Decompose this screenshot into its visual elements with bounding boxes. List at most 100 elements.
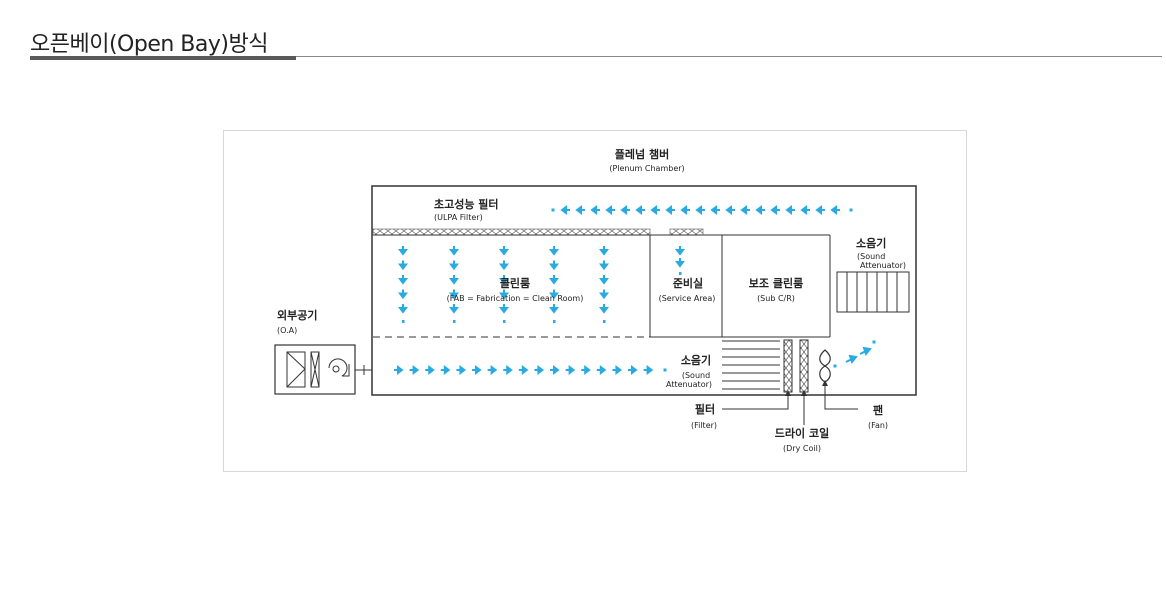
- airflow-dot: [603, 320, 606, 323]
- airflow-arrow: [859, 346, 872, 357]
- title-accent-bar: [30, 56, 296, 60]
- airflow-arrow: [549, 260, 559, 271]
- plenum-label: 플레넘 챔버: [615, 147, 669, 161]
- sub-cleanroom-label: 보조 클린룸: [749, 276, 803, 290]
- airflow-dot: [872, 340, 876, 344]
- airflow-arrow: [675, 246, 685, 256]
- filter-sublabel: (Filter): [691, 421, 717, 430]
- fan-discharge-flow: [833, 340, 876, 368]
- airflow-arrow: [549, 246, 559, 256]
- airflow-arrow: [398, 289, 408, 300]
- airflow-arrow: [710, 205, 720, 215]
- airflow-dot: [849, 208, 853, 212]
- airflow-dot: [833, 364, 837, 368]
- airflow-arrow: [800, 205, 810, 215]
- oa-duct-connector: [355, 365, 372, 375]
- ulpa-sublabel: (ULPA Filter): [434, 213, 483, 222]
- title-divider: [30, 56, 1162, 57]
- airflow-arrow: [534, 365, 545, 375]
- cleanroom-sublabel: (FAB = Fabrication = Clean Room): [447, 294, 584, 303]
- airflow-arrow: [550, 365, 560, 375]
- airflow-arrow: [845, 354, 858, 365]
- airflow-arrow: [770, 205, 780, 215]
- airflow-arrow: [599, 260, 609, 271]
- oa-blower-icon: [328, 358, 350, 377]
- airflow-arrow: [695, 205, 705, 215]
- airflow-arrow: [815, 205, 825, 215]
- airflow-arrow: [409, 365, 420, 375]
- ulpa-filter-strip: [372, 228, 651, 236]
- fan-label: 팬: [873, 403, 883, 417]
- top-attenuator-sublabel-1: (Sound: [857, 252, 885, 261]
- airflow-arrow: [581, 365, 591, 375]
- airflow-arrow: [449, 275, 459, 285]
- airflow-arrow: [612, 365, 623, 375]
- airflow-arrow: [549, 289, 559, 300]
- airflow-arrow: [575, 205, 585, 215]
- airflow-arrow: [740, 205, 750, 215]
- airflow-arrow: [560, 205, 570, 215]
- airflow-arrow: [785, 205, 795, 215]
- airflow-arrow: [565, 365, 576, 375]
- service-filter-strip: [669, 228, 704, 236]
- bottom-attenuator-sublabel-2: Attenuator): [666, 380, 712, 389]
- airflow-arrow: [398, 275, 408, 285]
- airflow-arrow: [599, 289, 609, 300]
- building-outline: [371, 185, 917, 396]
- airflow-arrow: [549, 275, 559, 285]
- airflow-arrow: [599, 246, 609, 256]
- airflow-arrow: [503, 365, 513, 375]
- airflow-arrow: [665, 205, 675, 215]
- airflow-dot: [503, 320, 506, 323]
- airflow-dot: [402, 320, 405, 323]
- top-attenuator-baffles: [846, 272, 898, 312]
- sub-cleanroom-sublabel: (Sub C/R): [757, 294, 795, 303]
- airflow-arrow: [398, 260, 408, 271]
- airflow-arrow: [398, 246, 408, 256]
- dry-coil-label: 드라이 코일: [775, 426, 829, 440]
- airflow-arrow: [499, 304, 509, 314]
- plenum-return-airflow: [551, 205, 853, 215]
- airflow-arrow: [449, 289, 459, 300]
- airflow-arrow: [440, 365, 451, 375]
- airflow-arrow: [755, 205, 765, 215]
- fan-icon: [819, 349, 831, 383]
- airflow-arrow: [487, 365, 498, 375]
- airflow-arrow: [650, 205, 660, 215]
- airflow-arrow: [680, 205, 690, 215]
- leader-arrowheads: [785, 380, 828, 396]
- airflow-arrow: [605, 205, 615, 215]
- airflow-arrow: [394, 365, 404, 375]
- airflow-arrow: [456, 365, 467, 375]
- airflow-arrow: [425, 365, 435, 375]
- airflow-dot: [551, 208, 555, 212]
- bottom-attenuator-label: 소음기: [681, 353, 711, 367]
- cleanroom-downflow: [398, 246, 685, 323]
- airflow-arrow: [499, 289, 509, 300]
- fan-sublabel: (Fan): [868, 421, 888, 430]
- airflow-arrow: [596, 365, 607, 375]
- diagram-frame: [223, 130, 967, 472]
- filter-label: 필터: [695, 402, 715, 416]
- airflow-arrow: [449, 304, 459, 314]
- airflow-arrow: [518, 365, 529, 375]
- airflow-arrow: [725, 205, 735, 215]
- bottom-attenuator-sublabel-1: (Sound: [682, 371, 710, 380]
- airflow-dot: [679, 272, 682, 275]
- cleanroom-label: 클린룸: [500, 276, 530, 290]
- airflow-arrow: [398, 304, 408, 314]
- airflow-arrow: [643, 365, 654, 375]
- airflow-arrow: [449, 246, 459, 256]
- page-title: 오픈베이(Open Bay)방식: [30, 32, 268, 57]
- airflow-arrow: [830, 205, 840, 215]
- airflow-arrow: [599, 304, 609, 314]
- oa-filter-icon: [286, 351, 306, 388]
- airflow-arrow: [499, 246, 509, 256]
- service-area-label: 준비실: [673, 276, 703, 290]
- top-attenuator-label: 소음기: [856, 236, 886, 250]
- plenum-sublabel: (Plenum Chamber): [609, 164, 684, 173]
- airflow-arrow: [472, 365, 482, 375]
- outside-air-supply-flow: [394, 365, 667, 375]
- outside-air-label: 외부공기: [277, 308, 317, 322]
